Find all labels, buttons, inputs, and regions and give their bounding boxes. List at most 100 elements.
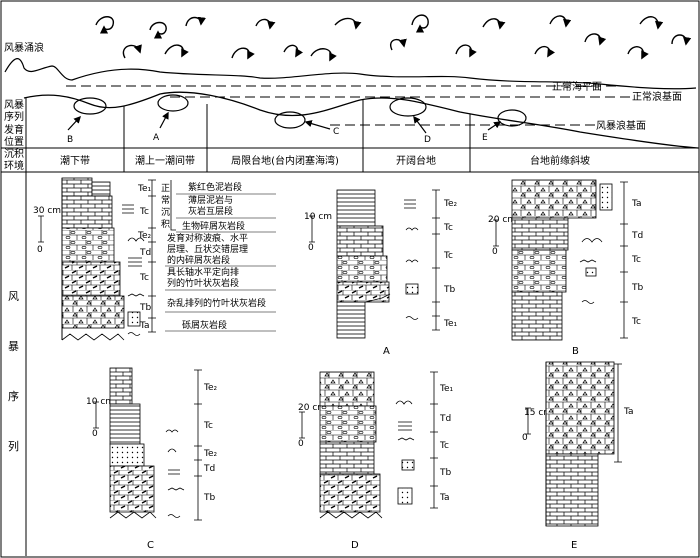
position-markers [68,95,526,133]
svg-text:Te₁: Te₁ [443,319,458,329]
svg-text:Tc: Tc [139,207,149,217]
svg-text:台地前缘斜坡: 台地前缘斜坡 [530,154,590,167]
svg-text:环境: 环境 [4,159,24,172]
svg-text:Td: Td [203,464,215,474]
column-B: 20 cm 0 Ta Td Tc Tb Tc B [488,180,643,357]
storm-surge-label: 风暴涌浪 [4,41,44,54]
svg-text:Tc: Tc [631,255,641,265]
column-B-scale-zero: 0 [492,247,498,257]
column-A-scale-zero: 0 [308,243,314,253]
svg-text:Tb: Tb [439,468,451,478]
svg-text:Tb: Tb [139,303,151,313]
side-label-environment: 沉积 环境 [4,147,24,172]
svg-text:层理、丘状交错层理: 层理、丘状交错层理 [167,243,248,255]
column-E-label: E [571,540,577,551]
svg-text:Tb: Tb [203,493,215,503]
svg-text:Td: Td [439,414,451,424]
environment-row: 潮下带 潮上一潮间带 局限台地(台内闭塞海湾) 开阔台地 台地前缘斜坡 [60,154,590,167]
svg-text:砾屑灰岩段: 砾屑灰岩段 [182,319,227,331]
column-E: 15 cm 0 Ta E [522,362,634,551]
svg-text:Te₁: Te₁ [439,384,454,394]
main-normal-deposition-note: 正 常 沉 积 [161,184,170,230]
svg-text:暴: 暴 [8,340,19,353]
position-label-C: C [333,127,339,137]
svg-text:沉积: 沉积 [4,147,24,160]
svg-text:常: 常 [161,194,170,206]
column-C-scale-zero: 0 [92,429,98,439]
svg-text:风: 风 [8,290,19,303]
svg-text:Te₂: Te₂ [203,383,218,393]
main-descriptions: 紫红色泥岩段 薄层泥岩与 灰岩互层段 生物碎屑灰岩段 发育对称波痕、水平 层理、… [167,181,266,331]
main-scale-label: 30 cm [33,206,61,216]
left-label-storm-sequence: 风 暴 序 列 [8,290,19,453]
side-label-position: 风暴 序列 发育 位置 [4,99,24,148]
svg-text:Tc: Tc [443,251,453,261]
svg-text:Tc: Tc [443,223,453,233]
svg-text:风暴: 风暴 [4,99,24,111]
position-label-D: D [424,135,431,145]
svg-text:正: 正 [161,184,170,194]
svg-text:Te₁: Te₁ [137,184,152,194]
svg-text:Te₂: Te₂ [203,449,218,459]
svg-text:薄层泥岩与: 薄层泥岩与 [188,194,233,206]
svg-text:Te₂: Te₂ [137,231,152,241]
position-ellipse-C [275,112,305,128]
position-label-E: E [482,133,488,143]
svg-text:Tb: Tb [443,285,455,295]
svg-text:Tc: Tc [631,317,641,327]
svg-text:发育: 发育 [4,123,24,136]
column-A-label: A [383,346,390,357]
svg-text:列的竹叶状灰岩段: 列的竹叶状灰岩段 [167,277,239,289]
svg-text:列: 列 [8,439,19,453]
svg-text:杂乱排列的竹叶状灰岩段: 杂乱排列的竹叶状灰岩段 [167,297,266,309]
svg-text:Te₂: Te₂ [443,199,458,209]
svg-text:Tc: Tc [203,421,213,431]
column-D-label: D [351,540,359,551]
svg-text:序列: 序列 [4,110,24,123]
svg-text:潮上一潮间带: 潮上一潮间带 [135,154,195,167]
storm-wave-base-label: 风暴浪基面 [596,119,646,132]
column-C: 10 cm 0 Te₂ Tc Te₂ Td Tb C [86,368,218,551]
storm-arrows [96,15,686,60]
main-unit-labels: Te₁ Tc Te₂ Td Tc Tb Ta [137,184,152,331]
main-scale-zero: 0 [37,245,43,255]
sea-level-label: 正常海平面 [552,80,602,93]
svg-text:序: 序 [8,389,19,403]
column-E-scale-zero: 0 [522,433,528,443]
svg-text:沉: 沉 [161,207,170,218]
svg-text:Tc: Tc [139,273,149,283]
svg-text:位置: 位置 [4,135,24,148]
svg-text:Ta: Ta [139,321,150,331]
svg-text:开阔台地: 开阔台地 [396,154,436,167]
position-ellipse-E [498,110,526,126]
svg-text:积: 积 [161,218,170,230]
column-C-label: C [147,540,154,551]
main-sed-structure-icons [122,205,144,336]
svg-text:发育对称波痕、水平: 发育对称波痕、水平 [167,232,248,244]
svg-text:Td: Td [631,231,643,241]
svg-text:的内碎屑灰岩段: 的内碎屑灰岩段 [167,254,230,266]
svg-text:Ta: Ta [439,493,450,503]
column-A-scale: 10 cm [304,212,332,222]
column-A: 10 cm 0 Te₂ Tc Tc Tb Te₁ A [304,190,458,357]
svg-text:潮下带: 潮下带 [60,154,90,167]
main-column: 30 cm 0 Te₁ Tc Te₂ Td Tc Tb Ta [33,178,276,340]
svg-text:紫红色泥岩段: 紫红色泥岩段 [188,181,242,193]
svg-text:Ta: Ta [623,407,634,417]
svg-text:灰岩互层段: 灰岩互层段 [188,205,233,217]
fair-weather-base-label: 正常浪基面 [632,90,682,103]
column-D: 20 cm 0 Te₁ Td Tc Tb Ta D [298,372,454,551]
main-scale-bar [38,216,44,242]
column-B-label: B [572,346,579,357]
position-label-B: B [67,135,73,145]
position-ellipse-B [74,98,106,114]
svg-text:Ta: Ta [631,199,642,209]
column-D-scale-zero: 0 [298,439,304,449]
position-label-A: A [153,133,160,143]
svg-text:具长轴水平定向排: 具长轴水平定向排 [167,266,239,278]
svg-text:Tc: Tc [439,441,449,451]
svg-text:Td: Td [139,248,151,258]
svg-text:局限台地(台内闭塞海湾): 局限台地(台内闭塞海湾) [231,154,339,167]
svg-text:生物碎屑灰岩段: 生物碎屑灰岩段 [182,220,245,232]
